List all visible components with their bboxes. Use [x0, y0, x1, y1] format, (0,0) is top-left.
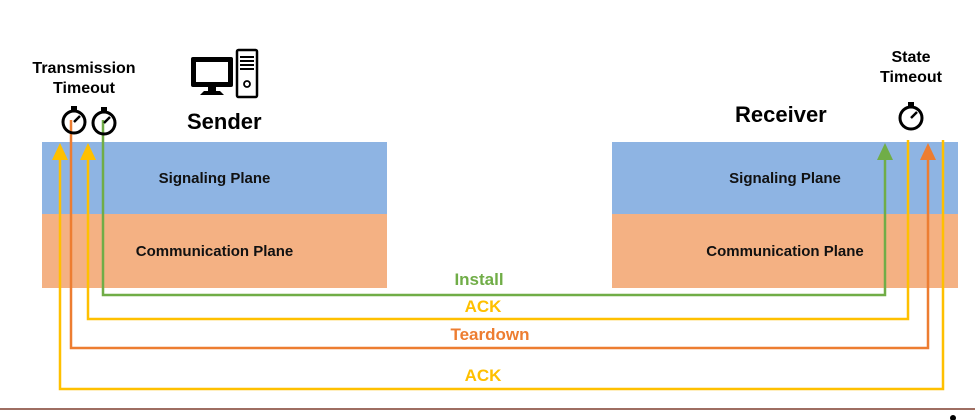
- receiver-communication-plane: Communication Plane: [612, 214, 958, 288]
- computer-icon: [191, 48, 259, 99]
- state-timeout-line1: State: [891, 49, 931, 66]
- teardown-arrowhead: [920, 143, 936, 160]
- ack-flow-line-2: [58, 140, 945, 391]
- transmission-timeout-label: Transmission Timeout: [18, 59, 150, 99]
- install-arrowhead: [877, 143, 893, 160]
- receiver-title: Receiver: [735, 102, 827, 127]
- ack-label-1: ACK: [464, 297, 502, 316]
- transmission-timeout-line1: Transmission: [32, 60, 136, 77]
- stopwatch-icon: [61, 106, 87, 135]
- install-label: Install: [454, 270, 504, 289]
- ack-arrowhead-1: [80, 143, 96, 160]
- install-flow-line: [101, 120, 887, 297]
- state-timeout-label: State Timeout: [868, 48, 954, 88]
- sender-communication-plane-label: Communication Plane: [135, 242, 294, 260]
- transmission-timeout-line2: Timeout: [53, 80, 115, 97]
- stopwatch-icon: [898, 102, 924, 131]
- stopwatch-icon: [91, 107, 117, 136]
- ack-label-2: ACK: [464, 366, 502, 385]
- sender-signaling-plane-label: Signaling Plane: [158, 169, 271, 187]
- teardown-flow-line: [69, 120, 930, 350]
- receiver-signaling-plane: Signaling Plane: [612, 142, 958, 214]
- ack-flow-line-1: [86, 140, 910, 321]
- sender-title: Sender: [187, 109, 262, 134]
- footer-dot: [950, 415, 956, 420]
- teardown-label: Teardown: [450, 325, 530, 344]
- receiver-communication-plane-label: Communication Plane: [706, 242, 864, 260]
- sender-signaling-plane: Signaling Plane: [42, 142, 387, 214]
- ack-arrowhead-2: [52, 143, 68, 160]
- receiver-signaling-plane-label: Signaling Plane: [729, 169, 841, 187]
- state-timeout-line2: Timeout: [880, 69, 942, 86]
- sender-communication-plane: Communication Plane: [42, 214, 387, 288]
